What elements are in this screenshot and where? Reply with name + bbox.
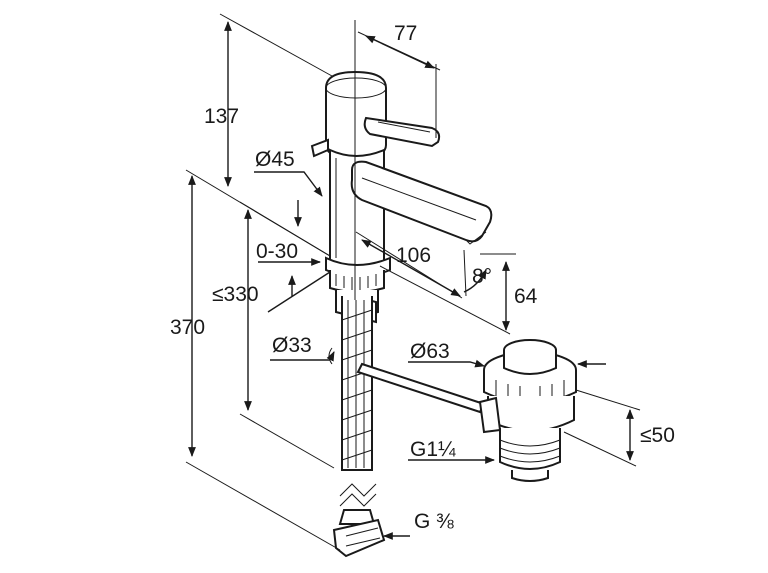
- waste-assembly: [478, 339, 577, 482]
- dim-diameter-63-label: Ø63: [410, 340, 450, 363]
- dim-370-label: 370: [170, 316, 205, 339]
- dim-diameter-45-label: Ø45: [255, 148, 295, 171]
- dim-max-330-label: ≤330: [212, 283, 259, 306]
- extension-lines: [185, 13, 641, 551]
- dim-8-degree-label: 8°: [472, 265, 492, 288]
- dim-77-label: 77: [394, 22, 417, 45]
- dim-g38-label: G ⅜: [414, 510, 454, 533]
- faucet-body: [310, 70, 493, 558]
- dim-diameter-33-label: Ø33: [272, 334, 312, 357]
- dim-64-label: 64: [514, 285, 538, 308]
- dim-106-label: 106: [396, 244, 431, 267]
- dimension-lines: [188, 21, 634, 540]
- dim-g114-label: G1¼: [410, 438, 456, 461]
- dim-0-30-label: 0-30: [256, 240, 298, 263]
- dim-137-label: 137: [204, 105, 239, 128]
- dim-max-50-label: ≤50: [640, 424, 675, 447]
